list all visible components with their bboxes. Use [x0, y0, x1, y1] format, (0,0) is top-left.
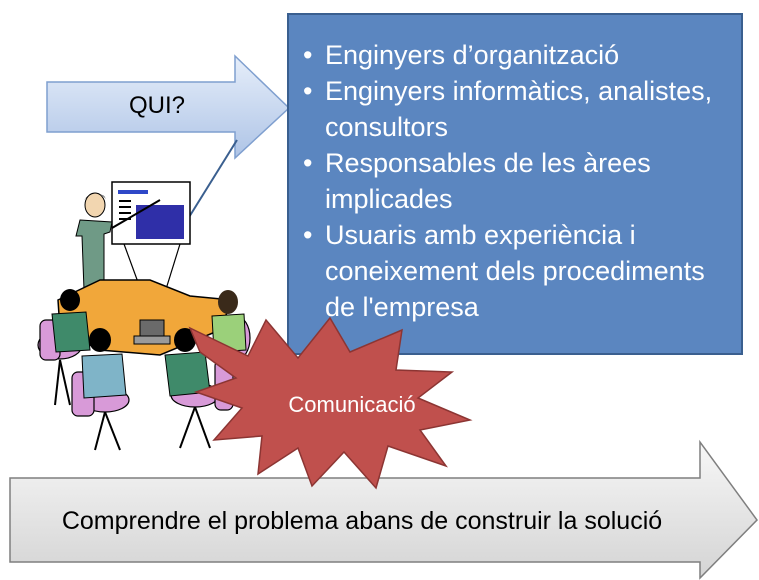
bottom-arrow-shape: [9, 439, 758, 580]
callout-line: [185, 139, 238, 223]
question-label: QUI?: [128, 92, 185, 119]
participant-item: Usuaris amb experiència i coneixement de…: [303, 217, 741, 325]
meeting-illustration: [37, 181, 251, 451]
participants-list: Enginyers d’organització Enginyers infor…: [289, 15, 741, 353]
participant-item: Enginyers d’organització: [303, 37, 741, 73]
question-arrow-shape: [46, 54, 291, 160]
communication-label: Comunicació: [288, 392, 416, 417]
bottom-arrow-label: Comprendre el problema abans de construi…: [61, 507, 663, 535]
participant-item: Enginyers informàtics, analistes, consul…: [303, 73, 741, 145]
participant-item: Responsables de les àrees implicades: [303, 145, 741, 217]
